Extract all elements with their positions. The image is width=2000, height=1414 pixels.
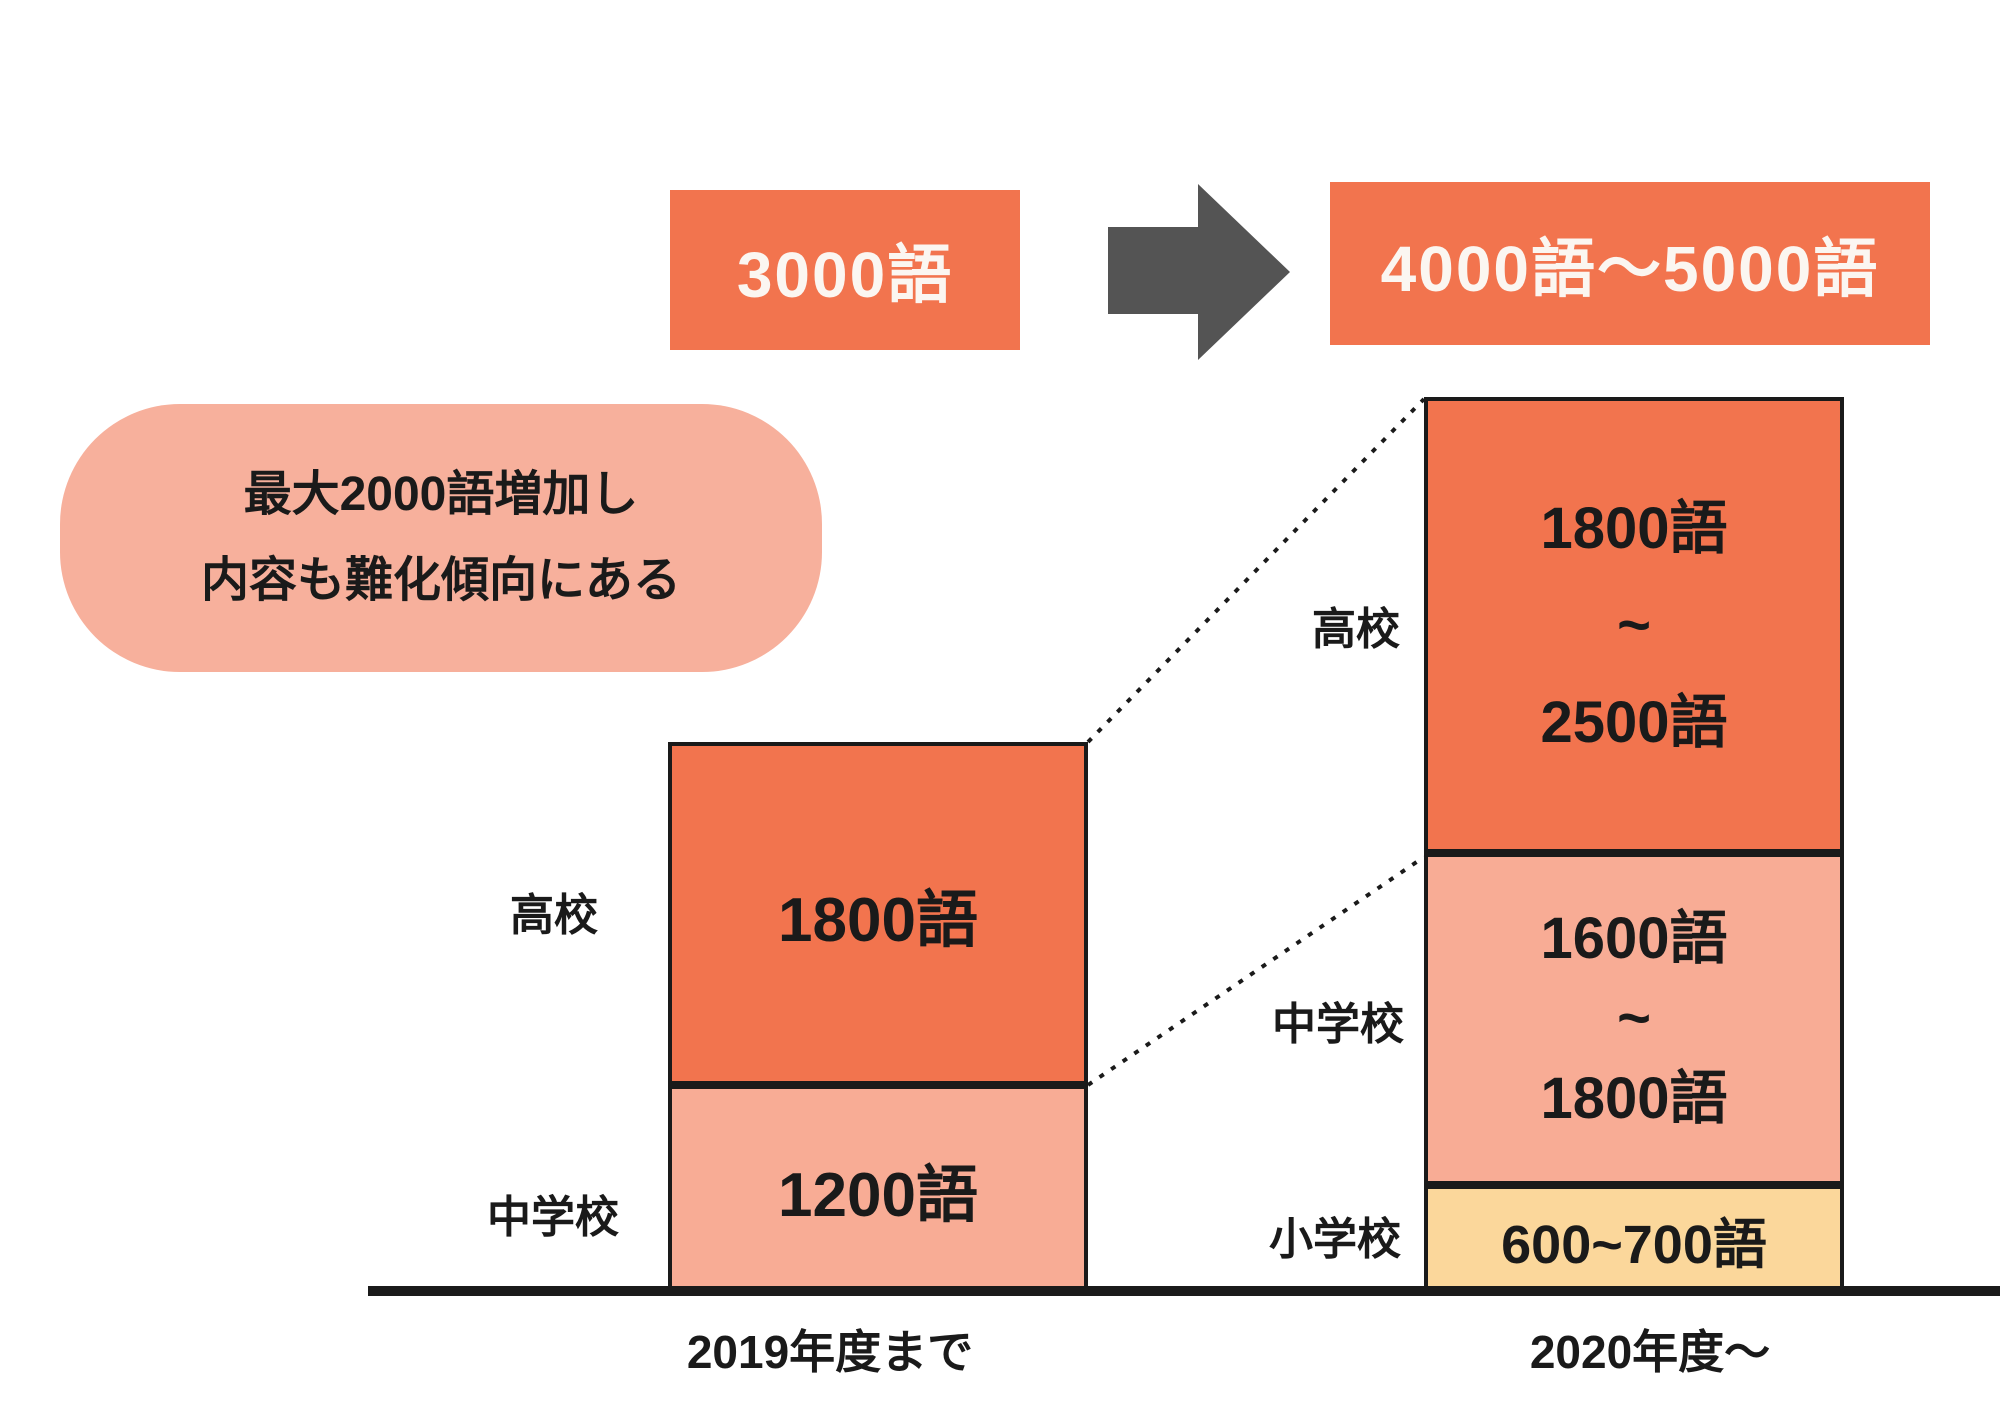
total-after-box: 4000語〜5000語 — [1330, 182, 1930, 345]
bar-2020: 1800語 ~ 2500語 1600語 ~ 1800語 600~700語 — [1424, 397, 1844, 1293]
bar-2020-highschool-value-min: 1800語 — [1540, 495, 1728, 561]
label-juniorhigh-2019: 中学校 — [487, 1193, 619, 1242]
right-arrow-icon — [1108, 184, 1290, 360]
callout-line-2: 内容も難化傾向にある — [200, 554, 681, 607]
axis-label-2020: 2020年度〜 — [1529, 1326, 1771, 1378]
connector-line-highschool — [1086, 397, 1426, 744]
tilde-separator: ~ — [1617, 592, 1651, 658]
connector-line-juniorhigh — [1086, 855, 1426, 1087]
label-elementary-2020: 小学校 — [1269, 1215, 1401, 1264]
label-highschool-2019: 高校 — [510, 891, 598, 940]
bar-2020-juniorhigh-value-max: 1800語 — [1540, 1066, 1728, 1131]
bar-2019-highschool-segment: 1800語 — [668, 742, 1088, 1085]
bar-2020-highschool-value-max: 2500語 — [1540, 689, 1728, 755]
bar-2019-highschool-value: 1800語 — [778, 885, 978, 955]
total-before-box: 3000語 — [670, 190, 1020, 350]
bar-2019-juniorhigh-segment: 1200語 — [668, 1085, 1088, 1293]
callout-bubble: 最大2000語増加し 内容も難化傾向にある — [60, 404, 822, 672]
label-highschool-2020: 高校 — [1312, 605, 1400, 654]
bar-2020-highschool-segment: 1800語 ~ 2500語 — [1424, 397, 1844, 853]
axis-baseline — [368, 1286, 2000, 1296]
bar-2020-juniorhigh-value-min: 1600語 — [1540, 906, 1728, 971]
callout-line-1: 最大2000語増加し — [243, 468, 639, 521]
label-juniorhigh-2020: 中学校 — [1272, 1000, 1404, 1049]
bar-2020-juniorhigh-segment: 1600語 ~ 1800語 — [1424, 853, 1844, 1185]
tilde-separator: ~ — [1617, 986, 1651, 1051]
axis-label-2019: 2019年度まで — [686, 1326, 974, 1378]
bar-2019-juniorhigh-value: 1200語 — [778, 1161, 978, 1230]
bar-2020-elementary-value: 600~700語 — [1501, 1214, 1767, 1275]
bar-2020-elementary-segment: 600~700語 — [1424, 1185, 1844, 1293]
total-before-value: 3000語 — [736, 239, 954, 311]
total-after-value: 4000語〜5000語 — [1380, 232, 1880, 305]
bar-2019: 1800語 1200語 — [668, 742, 1088, 1293]
